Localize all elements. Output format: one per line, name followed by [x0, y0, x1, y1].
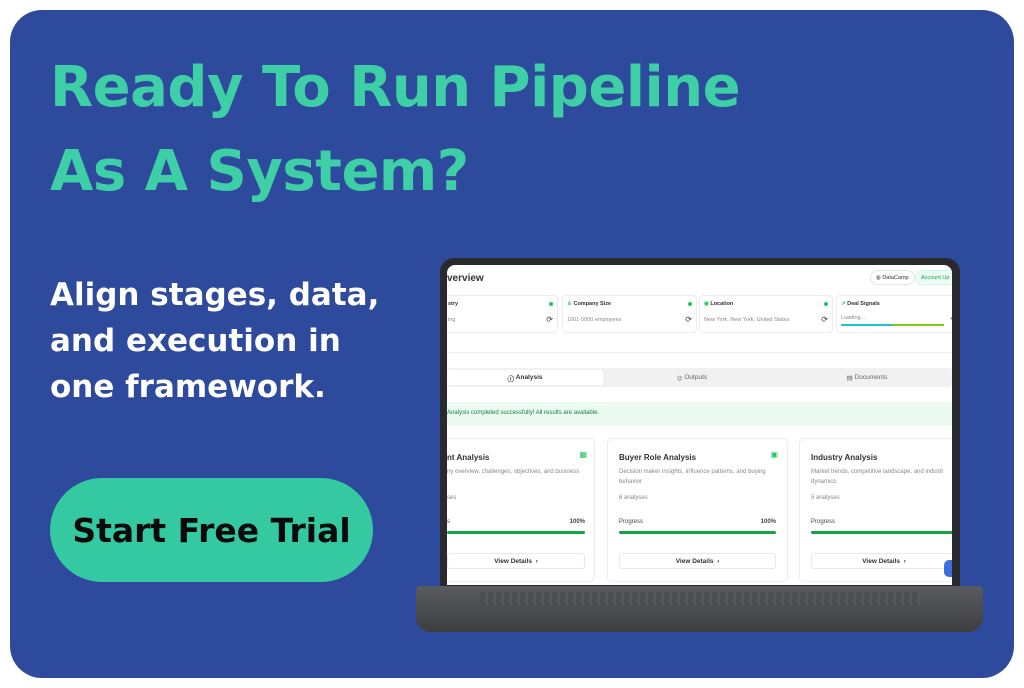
laptop-screen: verview ◍ DataCamp Account Up stry ing ⟳…	[447, 265, 952, 585]
tab-label: Outputs	[684, 374, 708, 381]
info-value: 1001-5000 employees	[567, 317, 622, 323]
status-dot	[824, 302, 828, 306]
headline-line-1: Ready To Run Pipeline	[50, 55, 741, 120]
refresh-icon[interactable]: ⟳	[546, 315, 553, 324]
page-title: verview	[447, 273, 484, 284]
tab-analysis[interactable]: ⓘ Analysis	[447, 370, 603, 385]
tab-outputs[interactable]: ◎ Outputs	[607, 370, 777, 385]
info-icon: ⓘ	[507, 375, 516, 383]
globe-icon: ◍	[876, 274, 883, 281]
account-button[interactable]: Account Up	[915, 270, 952, 285]
tab-label: Documents	[854, 374, 888, 381]
progress-value: 100%	[760, 519, 776, 525]
info-value: New York, New York, United States	[704, 317, 790, 323]
divider	[447, 352, 952, 353]
status-dot	[688, 302, 692, 306]
headline: Ready To Run Pipeline As A System?	[50, 46, 741, 214]
start-free-trial-button[interactable]: Start Free Trial	[50, 478, 373, 582]
view-details-button[interactable]: View Details ›	[619, 553, 776, 569]
info-value: ing	[448, 317, 456, 323]
subtext-line-3: one framework.	[50, 369, 326, 405]
tab-documents[interactable]: ▤ Documents	[782, 370, 952, 385]
info-card-deal-signals: ↗ Deal Signals Loading... ✎	[836, 295, 952, 333]
view-details-button[interactable]: View Details ›	[447, 553, 585, 569]
view-details-button[interactable]: View Details ›	[811, 553, 952, 569]
analysis-card: nt Analysis ▦ ny overview, challenges, o…	[447, 438, 595, 582]
progress-bar	[447, 531, 585, 534]
outputs-icon: ◎	[676, 374, 685, 382]
chevron-right-icon: ›	[532, 557, 538, 565]
card-count: ses	[447, 495, 457, 501]
tab-label: Analysis	[515, 374, 543, 381]
floating-action-button[interactable]	[944, 560, 952, 577]
subtext-line-2: and execution in	[50, 323, 341, 359]
info-label: Location	[710, 301, 734, 307]
progress-label: Progress	[811, 519, 836, 525]
button-label: View Details	[494, 557, 533, 565]
card-description: ny overview, challenges, objectives, and…	[447, 469, 580, 475]
analysis-card: Buyer Role Analysis ▣ Decision maker ins…	[607, 438, 788, 582]
briefcase-icon: ▣	[770, 450, 778, 459]
chevron-right-icon: ›	[900, 557, 906, 565]
card-title: Buyer Role Analysis	[619, 453, 697, 462]
button-label: View Details	[862, 557, 901, 565]
location-pin-icon: ◉	[704, 301, 711, 307]
info-label: Deal Signals	[847, 301, 880, 307]
subtext: Align stages, data, and execution in one…	[50, 272, 379, 410]
progress-value: 100%	[569, 519, 585, 525]
refresh-icon[interactable]: ⟳	[821, 315, 828, 324]
loading-bar	[841, 324, 944, 326]
laptop-keyboard	[480, 592, 920, 606]
datacamp-button[interactable]: ◍ DataCamp	[870, 270, 915, 285]
card-count: 5 analyses	[811, 495, 840, 501]
button-label: View Details	[675, 557, 714, 565]
progress-bar	[811, 531, 952, 534]
info-value: Loading...	[841, 315, 866, 321]
info-label: stry	[448, 301, 459, 307]
card-count: 6 analyses	[619, 495, 648, 501]
card-title: nt Analysis	[447, 453, 490, 462]
card-description: Decision maker insights, influence patte…	[619, 469, 766, 485]
progress-label: Progress	[619, 519, 644, 525]
building-icon: ▦	[579, 450, 587, 459]
info-label: Company Size	[573, 301, 612, 307]
refresh-icon[interactable]: ⟳	[685, 315, 692, 324]
info-card-industry: stry ing ⟳	[447, 295, 558, 333]
analysis-card: Industry Analysis Market trends, competi…	[799, 438, 952, 582]
trend-icon: ↗	[841, 301, 848, 307]
card-title: Industry Analysis	[811, 453, 878, 462]
document-icon: ▤	[846, 374, 855, 382]
chevron-right-icon: ›	[713, 557, 720, 565]
progress-bar	[619, 531, 776, 534]
datacamp-label: DataCamp	[882, 274, 909, 281]
info-card-location: ◉ Location New York, New York, United St…	[699, 295, 833, 333]
card-description: Market trends, competitive landscape, an…	[811, 469, 944, 485]
users-icon: ♙	[567, 301, 574, 307]
progress-label: s	[447, 519, 450, 525]
success-banner: Analysis completed successfully! All res…	[447, 402, 952, 426]
edit-icon[interactable]: ✎	[950, 316, 952, 324]
headline-line-2: As A System?	[50, 139, 469, 204]
subtext-line-1: Align stages, data,	[50, 277, 380, 313]
tab-bar: ⓘ Analysis ◎ Outputs ▤ Documents	[447, 368, 952, 387]
status-dot	[549, 302, 553, 306]
info-card-company-size: ♙ Company Size 1001-5000 employees ⟳	[562, 295, 697, 333]
